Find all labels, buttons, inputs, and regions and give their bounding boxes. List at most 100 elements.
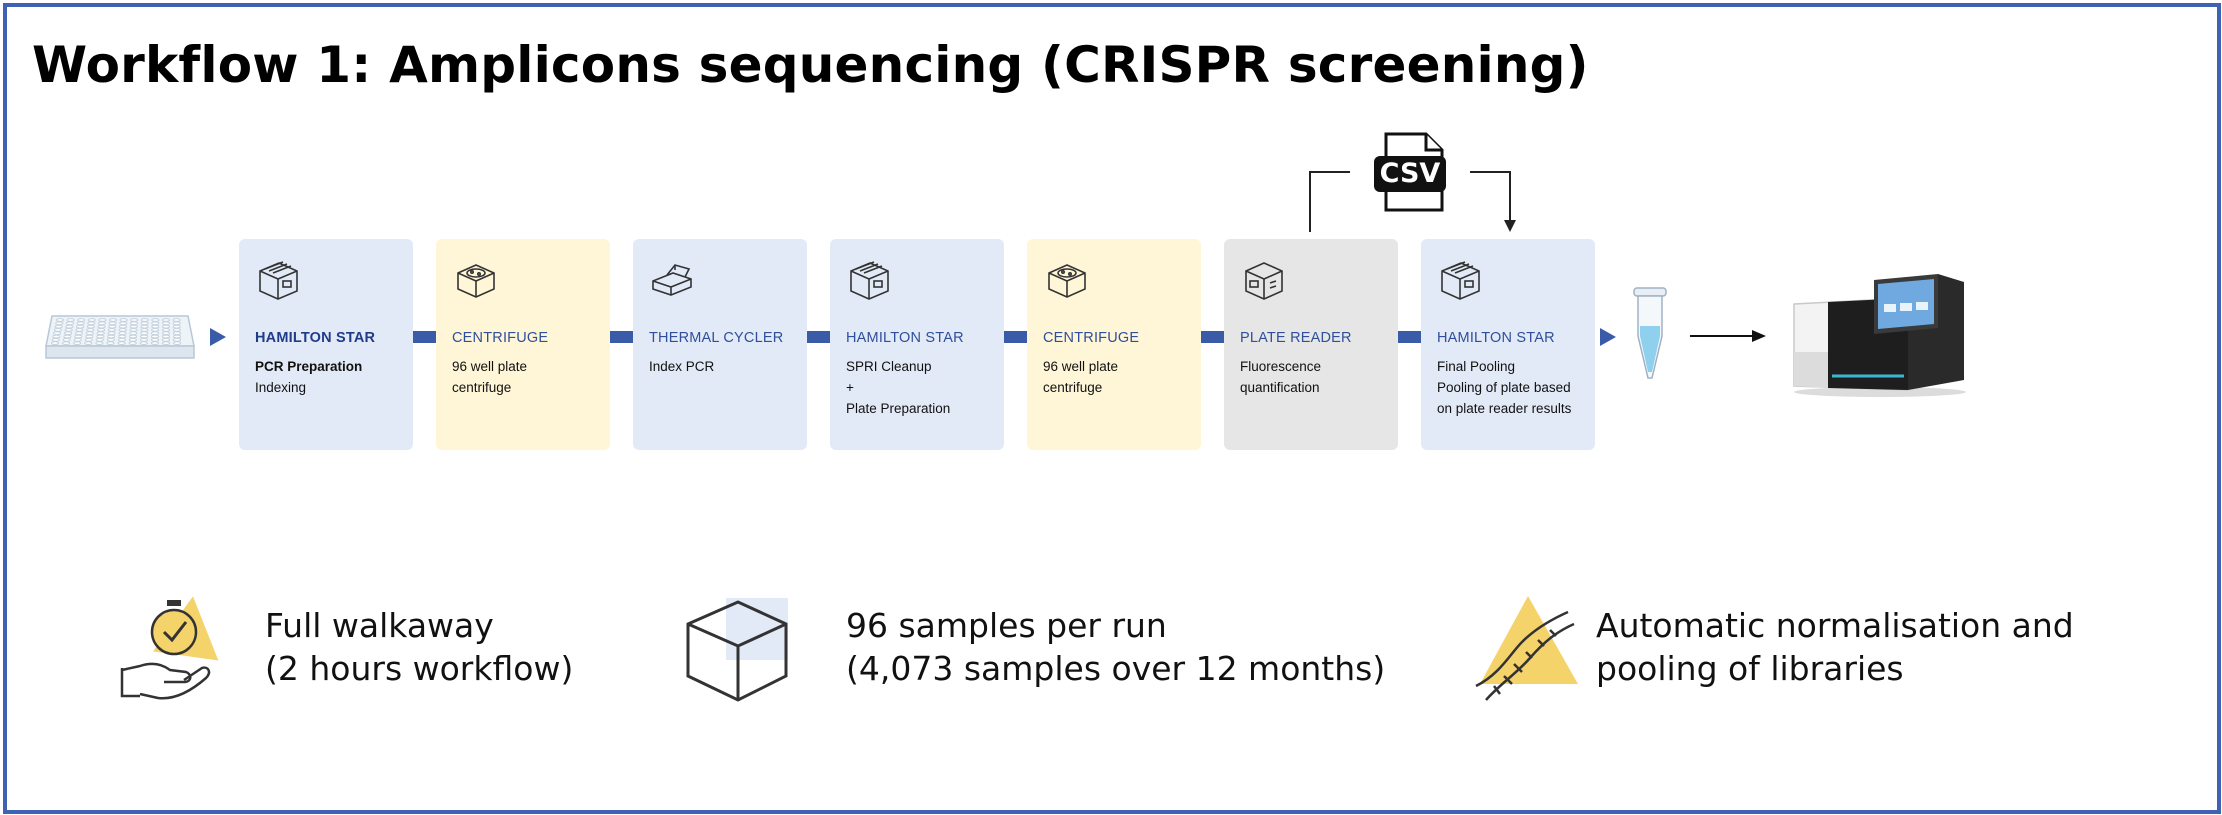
well	[161, 337, 171, 342]
well	[107, 331, 116, 336]
feature-line: (4,073 samples over 12 months)	[846, 649, 1386, 688]
well	[161, 328, 171, 332]
connector	[413, 331, 437, 343]
well	[55, 318, 65, 322]
csv-file-icon	[1374, 132, 1446, 212]
well	[98, 318, 107, 322]
well	[118, 328, 127, 332]
well	[97, 328, 106, 332]
csv-label: CSV	[1379, 158, 1441, 189]
well	[128, 341, 137, 345]
well	[140, 324, 149, 329]
well	[108, 321, 117, 326]
diagram-frame	[3, 3, 2221, 814]
arrow-right-icon	[210, 328, 226, 346]
well	[65, 324, 74, 329]
well	[119, 321, 128, 326]
well	[151, 328, 160, 332]
well	[119, 318, 128, 322]
well	[51, 337, 60, 342]
well	[129, 331, 138, 336]
step-title: THERMAL CYCLER	[649, 330, 784, 346]
step-line: quantification	[1240, 380, 1320, 395]
well	[128, 337, 138, 342]
liquid-handler-icon	[259, 261, 298, 300]
step-centrifuge-2: CENTRIFUGE 96 well plate centrifuge	[1027, 239, 1201, 450]
well	[108, 318, 118, 322]
well	[172, 334, 182, 339]
step-line: +	[846, 380, 854, 395]
well	[66, 318, 75, 322]
feature-walkaway: Full walkaway (2 hours workflow)	[265, 604, 573, 690]
well	[84, 341, 93, 345]
well	[95, 337, 104, 342]
well	[65, 321, 75, 326]
well	[77, 318, 86, 322]
step-plate-reader: PLATE READER Fluorescence quantification	[1224, 239, 1398, 450]
well	[54, 324, 63, 329]
step-line: centrifuge	[452, 380, 512, 395]
well	[118, 324, 128, 329]
well	[139, 341, 148, 345]
step-line: 96 well plate	[452, 359, 528, 374]
centrifuge-icon	[1048, 264, 1086, 298]
well	[53, 331, 62, 336]
well	[117, 337, 127, 342]
step-line: Plate Preparation	[846, 401, 951, 416]
well	[108, 324, 117, 329]
well	[161, 341, 171, 345]
step-hamilton-star-2: HAMILTON STAR SPRI Cleanup + Plate Prepa…	[830, 239, 1004, 450]
connector	[807, 331, 831, 343]
well	[172, 324, 181, 329]
well	[62, 341, 71, 345]
well	[161, 321, 171, 326]
well	[97, 321, 107, 326]
well	[117, 341, 126, 345]
well	[161, 331, 171, 336]
well	[140, 331, 149, 336]
well	[86, 324, 95, 329]
connector	[1004, 331, 1028, 343]
centrifuge-icon	[457, 264, 495, 298]
well	[87, 321, 96, 326]
well	[150, 337, 160, 342]
feature-normalisation: Automatic normalisation and pooling of l…	[1596, 604, 2074, 690]
liquid-handler-icon	[1441, 261, 1480, 300]
well	[86, 328, 95, 332]
well	[55, 321, 64, 326]
well	[53, 328, 62, 332]
well	[74, 331, 84, 336]
well	[129, 321, 139, 326]
liquid-handler-icon	[850, 261, 889, 300]
step-line: on plate reader results	[1437, 401, 1572, 416]
connector	[1201, 331, 1225, 343]
well	[172, 337, 182, 342]
step-line: PCR Preparation	[255, 359, 363, 374]
connector	[610, 331, 634, 343]
well	[130, 318, 139, 322]
well	[96, 331, 105, 336]
well	[172, 328, 181, 332]
sequencer-icon	[1793, 274, 1966, 397]
well	[151, 331, 160, 336]
well	[50, 341, 60, 345]
thermal-cycler-icon	[652, 264, 692, 296]
well	[140, 328, 149, 332]
step-title: CENTRIFUGE	[1043, 330, 1140, 346]
well	[129, 324, 138, 329]
well	[151, 324, 160, 329]
well	[74, 334, 83, 339]
well	[84, 337, 93, 342]
step-title: HAMILTON STAR	[1437, 330, 1555, 346]
well	[107, 328, 117, 332]
feature-samples: 96 samples per run (4,073 samples over 1…	[846, 604, 1385, 690]
feature-line: pooling of libraries	[1596, 649, 1904, 688]
arrow-right-icon	[1600, 328, 1616, 346]
csv-flow-lines	[1309, 171, 1516, 232]
well	[85, 331, 94, 336]
well	[62, 337, 71, 342]
step-line: Index PCR	[649, 359, 715, 374]
well	[172, 318, 181, 322]
step-line: SPRI Cleanup	[846, 359, 932, 374]
well	[161, 318, 171, 322]
